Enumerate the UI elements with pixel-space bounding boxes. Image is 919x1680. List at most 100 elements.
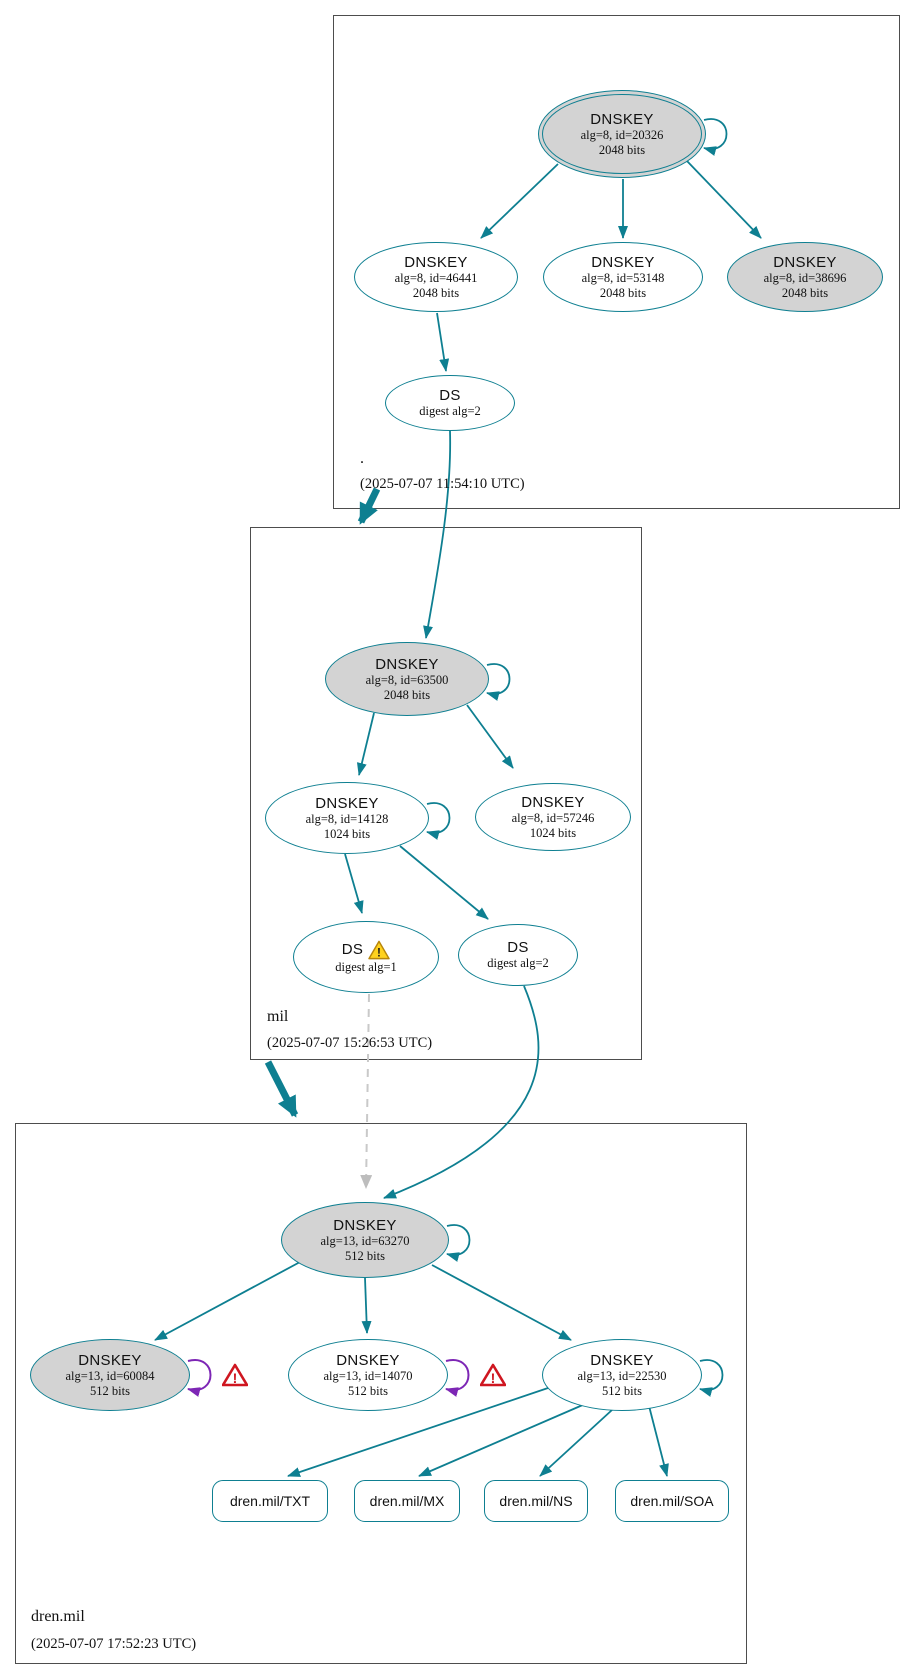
node-alg: alg=13, id=60084 (65, 1368, 155, 1383)
node-title: DNSKEY (590, 1351, 654, 1369)
node-alg: alg=8, id=20326 (580, 127, 664, 142)
rrset-label: dren.mil/NS (499, 1493, 573, 1509)
node-bits: 2048 bits (781, 285, 829, 300)
node-bits: 1024 bits (323, 826, 371, 841)
selfloop-dnskey-22530 (699, 1359, 724, 1397)
edge-63270-to-14070 (361, 1277, 372, 1334)
edge-22530-to-soa (647, 1401, 669, 1477)
node-bits: 512 bits (348, 1383, 388, 1398)
dnskey-node-38696[interactable]: DNSKEY alg=8, id=38696 2048 bits (727, 242, 883, 312)
dnskey-node-14128[interactable]: DNSKEY alg=8, id=14128 1024 bits (265, 782, 429, 854)
dnskey-node-57246[interactable]: DNSKEY alg=8, id=57246 1024 bits (475, 783, 631, 851)
delegation-arrow-mil-to-dren (264, 1060, 299, 1118)
ds-node-mil-alg2[interactable]: DS digest alg=2 (458, 924, 578, 986)
selfloop-dnskey-20326 (703, 118, 728, 156)
edge-63500-to-57246 (466, 704, 514, 769)
rrset-label: dren.mil/TXT (229, 1493, 311, 1509)
edge-46441-to-ds (436, 312, 450, 372)
zone-label-root: . (360, 450, 364, 467)
node-bits: 512 bits (90, 1383, 130, 1398)
zone-timestamp-dren-mil: (2025-07-07 17:52:23 UTC) (31, 1636, 197, 1652)
node-title: DS (507, 939, 529, 956)
node-title: DNSKEY (591, 253, 655, 271)
node-alg: alg=13, id=14070 (323, 1368, 413, 1383)
warning-icon: ! (368, 940, 390, 959)
ds-node-root[interactable]: DS digest alg=2 (385, 375, 515, 431)
dnskey-node-60084[interactable]: DNSKEY alg=13, id=60084 512 bits (30, 1339, 190, 1411)
edge-20326-to-46441 (480, 163, 559, 239)
edge-22530-to-mx (418, 1403, 586, 1477)
svg-text:!: ! (233, 1370, 238, 1386)
dnskey-node-63270[interactable]: DNSKEY alg=13, id=63270 512 bits (281, 1202, 449, 1278)
node-alg: alg=8, id=53148 (581, 270, 665, 285)
node-digest: digest alg=2 (419, 404, 481, 419)
rrset-node-dren-mil-soa[interactable]: dren.mil/SOA (615, 1480, 729, 1522)
zone-timestamp-root: (2025-07-07 11:54:10 UTC) (360, 476, 525, 492)
zone-box-root (333, 15, 900, 509)
dnskey-node-53148[interactable]: DNSKEY alg=8, id=53148 2048 bits (543, 242, 703, 312)
rrset-node-dren-mil-ns[interactable]: dren.mil/NS (484, 1480, 588, 1522)
rrset-label: dren.mil/SOA (630, 1493, 714, 1509)
edge-63500-to-14128 (356, 712, 375, 776)
edge-mil-ds2-to-dren-ksk (383, 985, 540, 1199)
error-icon: ! (479, 1363, 507, 1392)
dnskey-node-22530[interactable]: DNSKEY alg=13, id=22530 512 bits (542, 1339, 702, 1411)
zone-box-mil (250, 527, 642, 1060)
node-alg: alg=8, id=57246 (511, 810, 595, 825)
node-title: DNSKEY (336, 1351, 400, 1369)
edge-root-ds-to-mil-ksk (423, 430, 452, 639)
edge-63270-to-60084 (154, 1261, 301, 1341)
svg-text:!: ! (491, 1370, 496, 1386)
selfloop-dnskey-63270 (446, 1224, 471, 1262)
node-bits: 2048 bits (383, 687, 431, 702)
dnskey-node-63500[interactable]: DNSKEY alg=8, id=63500 2048 bits (325, 642, 489, 716)
node-alg: alg=13, id=63270 (320, 1233, 410, 1248)
edge-22530-to-ns (539, 1409, 613, 1477)
node-title: DNSKEY (78, 1351, 142, 1369)
ds-node-mil-alg1[interactable]: DS ! digest alg=1 (293, 921, 439, 993)
zone-box-dren-mil (15, 1123, 747, 1664)
edge-22530-to-txt (287, 1387, 549, 1477)
node-title: DNSKEY (521, 793, 585, 811)
edge-63270-to-22530 (431, 1264, 572, 1341)
node-bits: 512 bits (602, 1383, 642, 1398)
zone-label-dren-mil: dren.mil (31, 1608, 85, 1625)
node-digest: digest alg=1 (335, 959, 397, 974)
dnskey-node-14070[interactable]: DNSKEY alg=13, id=14070 512 bits (288, 1339, 448, 1411)
svg-text:!: ! (377, 945, 381, 959)
rrset-node-dren-mil-mx[interactable]: dren.mil/MX (354, 1480, 460, 1522)
dnskey-node-46441[interactable]: DNSKEY alg=8, id=46441 2048 bits (354, 242, 518, 312)
selfloop-dnskey-63500 (486, 663, 511, 701)
error-icon: ! (221, 1363, 249, 1392)
node-title: DNSKEY (375, 655, 439, 673)
node-alg: alg=8, id=46441 (394, 270, 478, 285)
node-bits: 2048 bits (412, 285, 460, 300)
node-title: DNSKEY (404, 253, 468, 271)
node-alg: alg=8, id=63500 (365, 672, 449, 687)
rrset-node-dren-mil-txt[interactable]: dren.mil/TXT (212, 1480, 328, 1522)
node-title: DNSKEY (773, 253, 837, 271)
node-digest: digest alg=2 (487, 956, 549, 971)
node-bits: 2048 bits (599, 285, 647, 300)
edge-14128-to-ds1 (344, 853, 364, 914)
node-title: DNSKEY (590, 110, 654, 128)
edge-20326-to-38696 (686, 160, 762, 239)
dnskey-node-20326[interactable]: DNSKEY alg=8, id=20326 2048 bits (538, 90, 706, 178)
selfloop-error-dnskey-14070 (445, 1359, 470, 1397)
node-title: DNSKEY (315, 794, 379, 812)
node-alg: alg=13, id=22530 (577, 1368, 667, 1383)
node-title: DS (341, 941, 364, 958)
selfloop-error-dnskey-60084 (187, 1359, 212, 1397)
edge-mil-ds1-dashed-to-dren-ksk (360, 993, 373, 1189)
node-title: DS (439, 387, 461, 404)
node-bits: 2048 bits (598, 142, 646, 157)
zone-label-mil: mil (267, 1008, 289, 1025)
zone-timestamp-mil: (2025-07-07 15:26:53 UTC) (267, 1035, 433, 1051)
node-bits: 1024 bits (529, 825, 577, 840)
node-title: DNSKEY (333, 1216, 397, 1234)
node-alg: alg=8, id=38696 (763, 270, 847, 285)
delegation-arrow-root-to-mil (357, 487, 381, 525)
edge-14128-to-ds2 (399, 845, 489, 920)
